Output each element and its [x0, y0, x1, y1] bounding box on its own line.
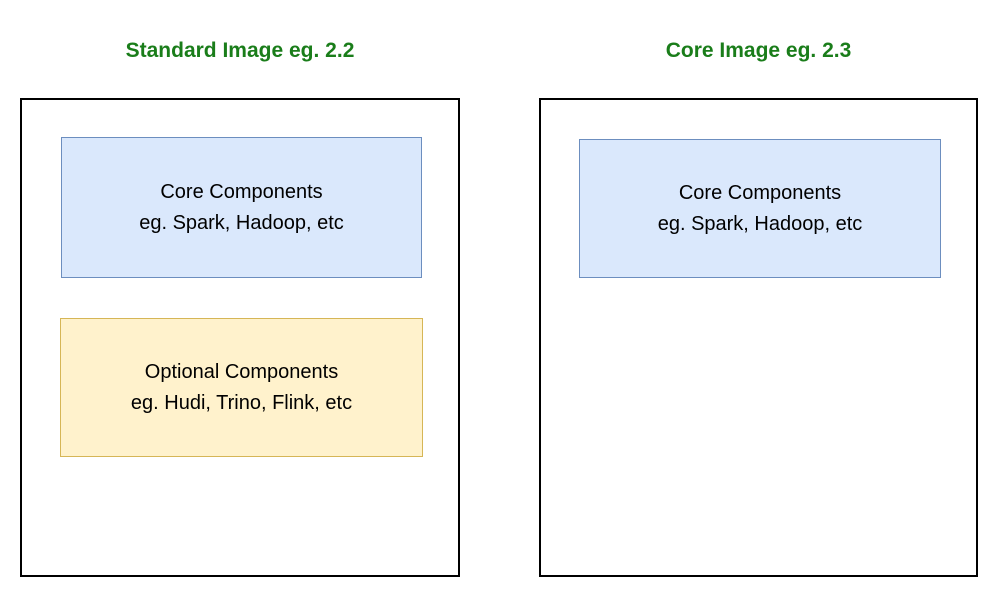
- core-components-label: Core Components: [160, 180, 323, 203]
- core-components-label: Core Components: [678, 181, 842, 204]
- core-components-examples: eg. Spark, Hadoop, etc: [657, 212, 863, 235]
- optional-components-examples: eg. Hudi, Trino, Flink, etc: [130, 391, 353, 414]
- core-image-title: Core Image eg. 2.3: [665, 39, 852, 62]
- core-components-box: Core Components eg. Spark, Hadoop, etc: [61, 137, 422, 278]
- core-components-examples: eg. Spark, Hadoop, etc: [139, 211, 344, 234]
- core-components-box: Core Components eg. Spark, Hadoop, etc: [579, 139, 941, 278]
- standard-image-title: Standard Image eg. 2.2: [125, 39, 355, 62]
- core-image-container: Core Components eg. Spark, Hadoop, etc: [539, 98, 978, 577]
- optional-components-label: Optional Components: [144, 360, 339, 383]
- optional-components-box: Optional Components eg. Hudi, Trino, Fli…: [60, 318, 423, 457]
- standard-image-container: Core Components eg. Spark, Hadoop, etc O…: [20, 98, 460, 577]
